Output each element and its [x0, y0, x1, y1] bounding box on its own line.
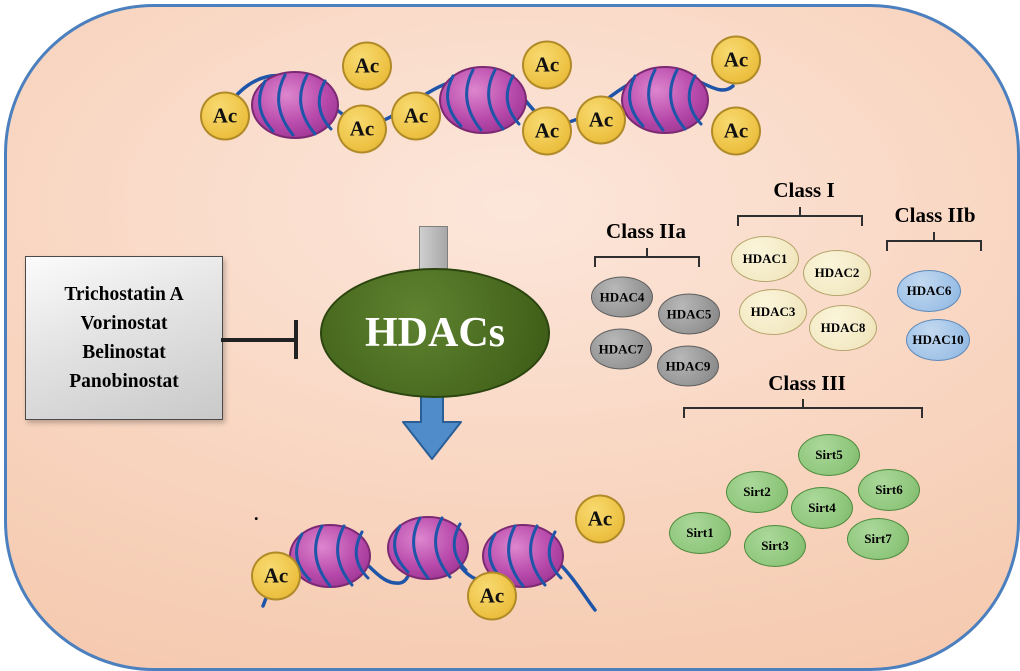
- class-iia-label: Class IIa: [606, 219, 686, 243]
- stray-dot: .: [254, 504, 259, 524]
- acetyl-badge: Ac: [522, 106, 572, 156]
- inhibition-line: [221, 338, 296, 342]
- acetyl-badge: Ac: [576, 95, 626, 145]
- hdac-node: HDAC3: [739, 289, 807, 335]
- deacetylated-chromatin-illustration: [261, 516, 597, 612]
- acetyl-badge: Ac: [467, 571, 517, 621]
- class-iib-label: Class IIb: [894, 203, 976, 227]
- sirt-node: Sirt4: [791, 487, 853, 529]
- sirt-node: Sirt7: [847, 518, 909, 560]
- gray-input-arrow: [419, 226, 448, 276]
- inhibition-tbar: [294, 320, 298, 359]
- acetyl-badge: Ac: [251, 551, 301, 601]
- inhibitor-name: Panobinostat: [69, 370, 179, 392]
- acetyl-badge: Ac: [711, 35, 761, 85]
- class-iii-label: Class III: [768, 371, 846, 395]
- class-iia-bracket: [594, 248, 700, 267]
- hdac-node: HDAC7: [590, 328, 652, 370]
- acetylated-chromatin-illustration: [213, 66, 735, 139]
- blue-down-arrow: [402, 389, 462, 460]
- hdac-node: HDAC10: [906, 319, 970, 361]
- hdac-node: HDAC4: [591, 276, 653, 318]
- acetyl-badge: Ac: [337, 104, 387, 154]
- class-i-label: Class I: [773, 178, 835, 202]
- acetyl-badge: Ac: [342, 41, 392, 91]
- inhibitor-box: Trichostatin A Vorinostat Belinostat Pan…: [25, 256, 223, 420]
- class-i-bracket: [737, 207, 863, 226]
- sirt-node: Sirt3: [744, 525, 806, 567]
- hdac-node: HDAC1: [731, 236, 799, 282]
- sirt-node: Sirt2: [726, 471, 788, 513]
- acetyl-badge: Ac: [391, 91, 441, 141]
- class-iii-bracket: [683, 399, 923, 418]
- hdacs-label: HDACs: [364, 310, 505, 356]
- hdac-node: HDAC9: [657, 345, 719, 387]
- acetyl-badge: Ac: [711, 106, 761, 156]
- acetyl-badge: Ac: [575, 494, 625, 544]
- hdac-node: HDAC5: [658, 293, 720, 335]
- inhibitor-name: Trichostatin A: [64, 283, 184, 305]
- class-iib-bracket: [886, 232, 982, 251]
- inhibitor-name: Vorinostat: [80, 312, 168, 334]
- hdac-node: HDAC2: [803, 250, 871, 296]
- hdac-node: HDAC6: [897, 270, 961, 312]
- hdac-node: HDAC8: [809, 305, 877, 351]
- sirt-node: Sirt1: [669, 512, 731, 554]
- hdacs-ellipse: HDACs: [320, 268, 550, 398]
- inhibitor-name: Belinostat: [82, 341, 166, 363]
- sirt-node: Sirt5: [798, 434, 860, 476]
- acetyl-badge: Ac: [522, 40, 572, 90]
- acetyl-badge: Ac: [200, 91, 250, 141]
- sirt-node: Sirt6: [858, 469, 920, 511]
